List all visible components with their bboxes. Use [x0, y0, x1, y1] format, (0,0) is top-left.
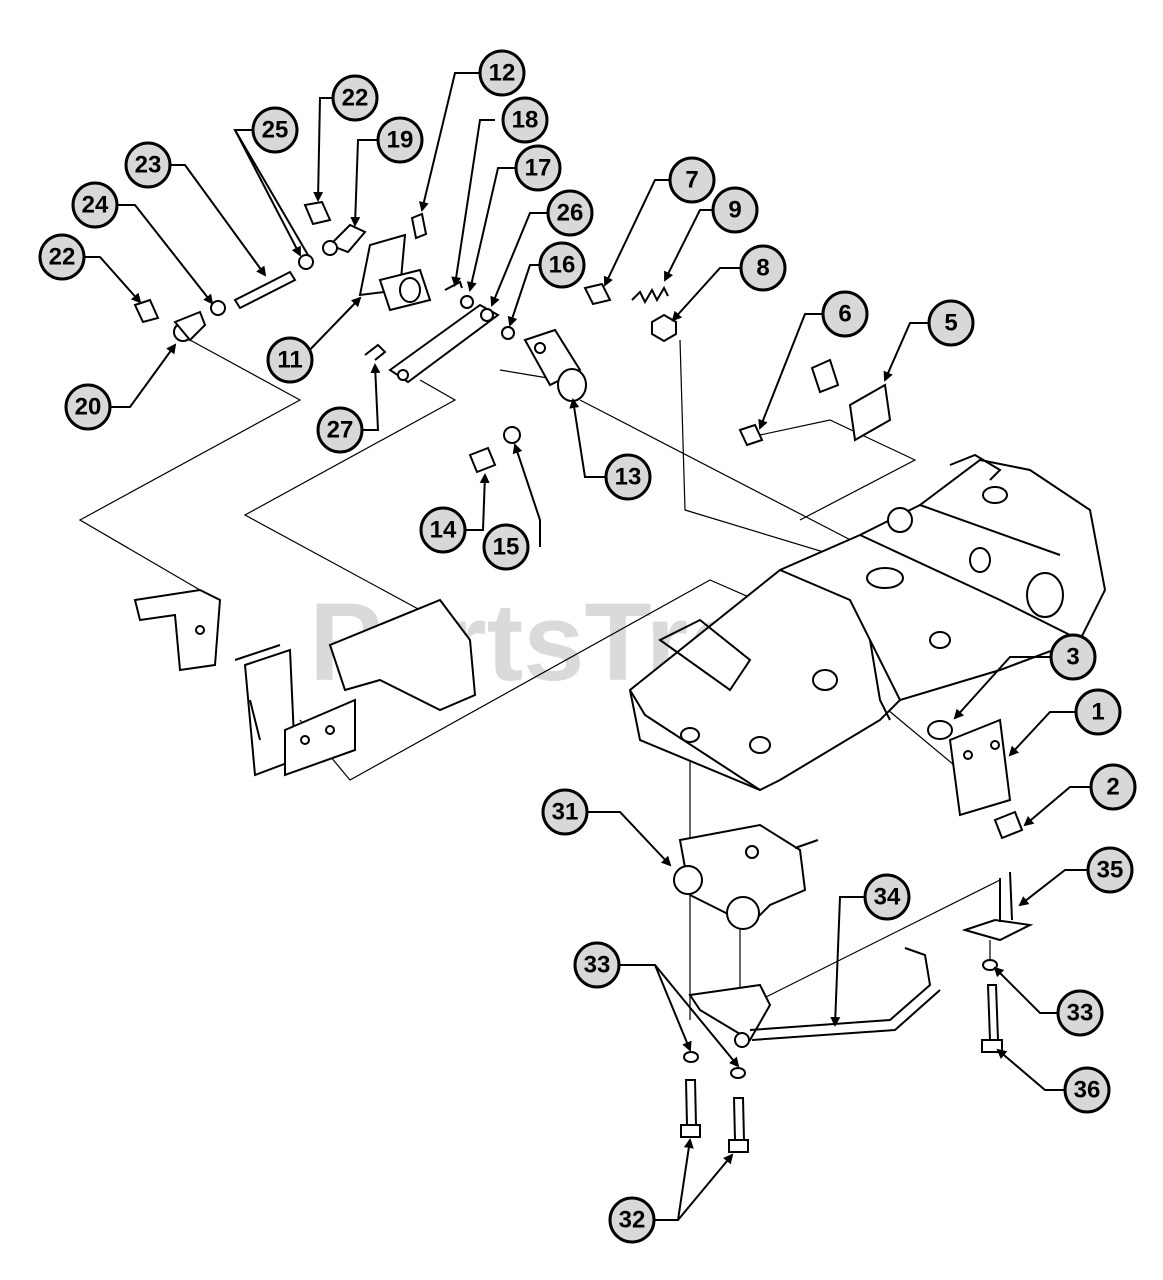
callout-2[interactable]: 2: [1089, 763, 1137, 811]
upper-linkage-parts: [133, 200, 892, 474]
callout-label: 34: [874, 884, 901, 911]
callout-7[interactable]: 7: [668, 156, 716, 204]
callout-15[interactable]: 15: [482, 523, 530, 571]
callout-22-left[interactable]: 22: [38, 233, 86, 281]
callout-20[interactable]: 20: [64, 383, 112, 431]
callout-33-right[interactable]: 33: [1056, 989, 1104, 1037]
callout-16[interactable]: 16: [538, 241, 586, 289]
callout-label: 35: [1097, 857, 1124, 884]
callout-label: 5: [944, 310, 957, 337]
callout-17[interactable]: 17: [514, 144, 562, 192]
callout-11[interactable]: 11: [266, 336, 314, 384]
callout-label: 36: [1074, 1077, 1101, 1104]
callout-label: 19: [387, 127, 414, 154]
callout-label: 14: [430, 517, 457, 544]
callout-35[interactable]: 35: [1086, 846, 1134, 894]
callout-36[interactable]: 36: [1063, 1066, 1111, 1114]
callout-5[interactable]: 5: [927, 299, 975, 347]
callout-label: 8: [756, 255, 769, 282]
callout-label: 33: [1067, 1000, 1094, 1027]
callout-14[interactable]: 14: [419, 506, 467, 554]
callout-24[interactable]: 24: [71, 181, 119, 229]
callout-25[interactable]: 25: [251, 106, 299, 154]
callout-label: 26: [557, 200, 584, 227]
main-housing: [628, 453, 1107, 792]
callout-label: 22: [342, 85, 369, 112]
callout-27[interactable]: 27: [316, 406, 364, 454]
callout-8[interactable]: 8: [739, 244, 787, 292]
side-parts: [927, 718, 1024, 840]
callout-12[interactable]: 12: [478, 49, 526, 97]
valve-parts: [673, 823, 1034, 1153]
callout-label: 13: [615, 464, 642, 491]
callout-9[interactable]: 9: [711, 186, 759, 234]
callout-19[interactable]: 19: [376, 116, 424, 164]
callout-label: 22: [49, 244, 76, 271]
callout-label: 32: [619, 1207, 646, 1234]
callout-label: 16: [549, 252, 576, 279]
callout-label: 12: [489, 60, 516, 87]
leader-lines: [85, 72, 1090, 1221]
callout-label: 9: [728, 197, 741, 224]
callout-label: 2: [1106, 774, 1119, 801]
callout-26[interactable]: 26: [546, 189, 594, 237]
callout-label: 7: [685, 167, 698, 194]
callout-22-top[interactable]: 22: [331, 74, 379, 122]
callout-label: 25: [262, 117, 289, 144]
callout-label: 1: [1091, 699, 1104, 726]
callout-32[interactable]: 32: [608, 1196, 656, 1244]
callout-34[interactable]: 34: [863, 873, 911, 921]
callout-label: 18: [512, 107, 539, 134]
lower-bracket-parts: [133, 588, 477, 777]
callout-label: 17: [525, 155, 552, 182]
callout-label: 11: [277, 347, 302, 374]
callout-3[interactable]: 3: [1049, 633, 1097, 681]
callout-13[interactable]: 13: [604, 453, 652, 501]
callout-label: 24: [82, 192, 109, 219]
callout-6[interactable]: 6: [821, 290, 869, 338]
callout-33-left[interactable]: 33: [573, 941, 621, 989]
callout-label: 20: [75, 394, 102, 421]
callout-1[interactable]: 1: [1074, 688, 1122, 736]
callout-label: 27: [327, 417, 354, 444]
callout-label: 15: [493, 534, 520, 561]
callout-label: 3: [1066, 644, 1079, 671]
callout-label: 23: [135, 152, 162, 179]
callout-18[interactable]: 18: [501, 96, 549, 144]
callout-label: 33: [584, 952, 611, 979]
callout-label: 31: [552, 799, 579, 826]
callout-31[interactable]: 31: [541, 788, 589, 836]
callout-label: 6: [838, 301, 851, 328]
callout-23[interactable]: 23: [124, 141, 172, 189]
